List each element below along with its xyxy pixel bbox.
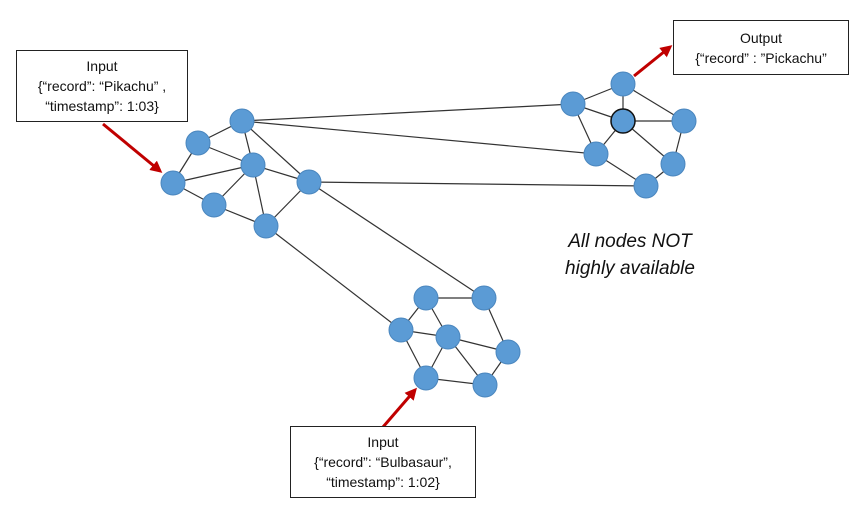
- input-pikachu-box: Input {“record”: “Pikachu” , “timestamp”…: [16, 50, 188, 122]
- node-T: [583, 141, 609, 167]
- node-K: [435, 324, 461, 350]
- node-D: [160, 170, 186, 196]
- edge-A-Q: [241, 103, 574, 122]
- timestamp-line: “timestamp”: 1:02}: [326, 474, 440, 490]
- box-title: Input: [86, 58, 118, 74]
- arrow-P-to-output: [633, 45, 673, 78]
- record-line: {“record”: “Pikachu” ,: [37, 78, 167, 94]
- node-P: [610, 71, 636, 97]
- node-I: [471, 285, 497, 311]
- node-B: [185, 130, 211, 156]
- note-line-2: highly available: [565, 258, 695, 279]
- edge-E-I: [308, 181, 485, 299]
- note-line-1: All nodes NOT: [568, 231, 692, 252]
- input-bulbasaur-box: Input {“record”: “Bulbasaur”, “timestamp…: [290, 426, 476, 498]
- node-L: [495, 339, 521, 365]
- arrow-input_bulbasaur-to-M: [381, 387, 417, 428]
- edge-E-V: [308, 181, 647, 187]
- node-J: [388, 317, 414, 343]
- node-A: [229, 108, 255, 134]
- node-V: [633, 173, 659, 199]
- node-R-highlighted: [610, 108, 636, 134]
- record-line: {“record” : ”Pickachu”: [695, 49, 827, 66]
- arrow-input_pikachu-to-D: [102, 122, 163, 173]
- box-title: Input: [367, 434, 399, 450]
- box-title: Output: [739, 29, 783, 46]
- record-line: {“record”: “Bulbasaur”,: [314, 454, 452, 470]
- node-G: [253, 213, 279, 239]
- node-N: [472, 372, 498, 398]
- edge-D-C: [172, 164, 254, 184]
- node-H: [413, 285, 439, 311]
- node-S: [671, 108, 697, 134]
- node-E: [296, 169, 322, 195]
- timestamp-line: “timestamp”: 1:03}: [45, 98, 159, 114]
- edge-A-T: [241, 120, 597, 155]
- node-F: [201, 192, 227, 218]
- output-box: Output {“record” : ”Pickachu”: [673, 20, 849, 75]
- edge-A-E: [241, 120, 310, 183]
- node-Q: [560, 91, 586, 117]
- node-M: [413, 365, 439, 391]
- node-C: [240, 152, 266, 178]
- availability-note: All nodes NOT highly available: [540, 228, 720, 282]
- node-U: [660, 151, 686, 177]
- edge-G-J: [265, 225, 402, 331]
